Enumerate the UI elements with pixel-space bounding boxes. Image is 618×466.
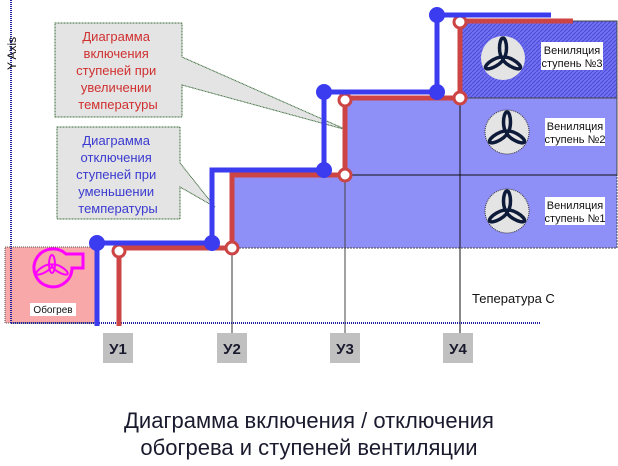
on-marker-3b <box>337 92 353 108</box>
threshold-label-1: У1 <box>103 333 133 363</box>
svg-text:У2: У2 <box>223 341 241 358</box>
off-marker-3 <box>316 162 332 178</box>
on-marker-2 <box>224 240 240 256</box>
svg-text:У1: У1 <box>109 341 127 358</box>
threshold-label-2: У2 <box>217 333 247 363</box>
off-marker-3b <box>316 84 332 100</box>
heater-fan-icon <box>32 247 85 289</box>
on-marker-3 <box>337 167 353 183</box>
svg-text:У3: У3 <box>336 341 354 358</box>
x-axis-label: Тепература С <box>472 291 555 306</box>
off-marker-4 <box>429 84 445 100</box>
switching-diagram: Y Axis Тепература С Диаграмма включения … <box>4 0 618 363</box>
y-axis-label: Y Axis <box>5 37 19 70</box>
switch-on-markers <box>111 14 468 259</box>
heating-label: Обогрев <box>33 304 72 316</box>
switch-off-markers <box>89 7 445 251</box>
callout-off-text: Диаграмма отключения ступеней при уменьш… <box>76 133 160 216</box>
on-marker-1 <box>111 243 127 259</box>
fan-icon <box>484 109 530 155</box>
svg-text:У4: У4 <box>449 341 467 358</box>
callout-on-text: Диаграмма включения ступеней при увеличе… <box>76 29 160 112</box>
heating-label-bg <box>30 303 76 316</box>
off-marker-2 <box>204 235 220 251</box>
callout-on-box <box>54 22 348 131</box>
off-marker-4b <box>429 7 445 23</box>
callout-off-box <box>56 126 216 220</box>
fan-icon <box>484 188 530 234</box>
threshold-label-4: У4 <box>443 333 473 363</box>
fan-icon <box>481 36 525 80</box>
caption-line-1: Диаграмма включения / отключения <box>124 408 494 433</box>
on-marker-4 <box>452 90 468 106</box>
caption-line-2: обогрева и ступеней вентиляции <box>140 435 478 460</box>
off-marker-1 <box>89 235 105 251</box>
threshold-label-3: У3 <box>330 333 360 363</box>
on-marker-4b <box>452 14 468 30</box>
